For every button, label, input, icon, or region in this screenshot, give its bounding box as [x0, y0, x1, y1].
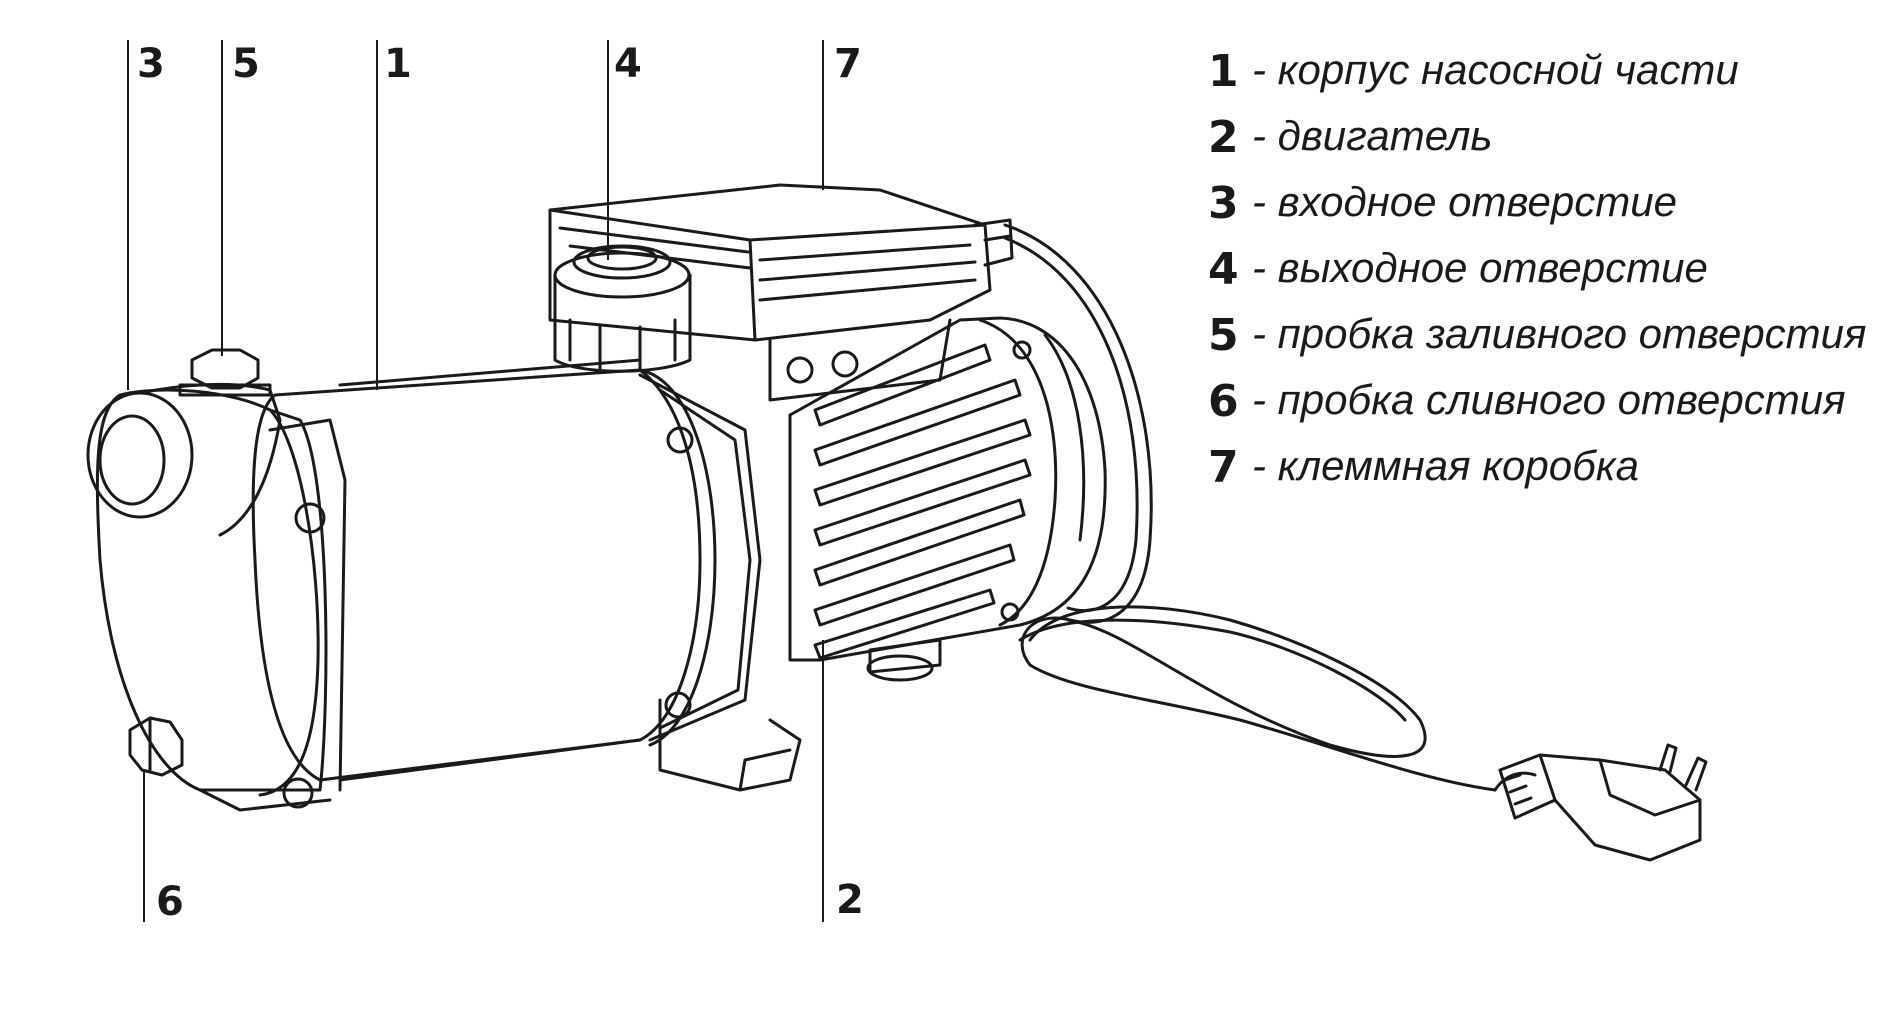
legend-text: - двигатель: [1252, 112, 1493, 159]
inlet-port: [86, 382, 282, 537]
legend-text: - входное отверстие: [1252, 178, 1677, 225]
legend-number: 3: [1208, 178, 1239, 229]
leader-line-7: [822, 40, 824, 190]
legend-item: 5 - пробка заливного отверстия: [1200, 304, 1890, 370]
legend-number: 2: [1208, 112, 1239, 163]
legend-text: - клеммная коробка: [1252, 442, 1639, 489]
bolt: [664, 691, 692, 719]
legend-item: 2 - двигатель: [1200, 106, 1890, 172]
legend-item: 1 - корпус насосной части: [1200, 40, 1890, 106]
motor: [788, 316, 1107, 682]
power-cable: [1003, 223, 1537, 792]
legend-item: 7 - клеммная коробка: [1200, 436, 1890, 502]
callout-4: 4: [614, 41, 642, 87]
leader-line-3: [127, 40, 129, 390]
callout-1: 1: [384, 41, 412, 87]
filler-plug: [178, 348, 272, 397]
bolt: [666, 426, 694, 454]
legend-text: - пробка сливного отверстия: [1252, 376, 1846, 423]
drain-plug: [128, 716, 184, 777]
leader-line-5: [221, 40, 223, 356]
legend-item: 3 - входное отверстие: [1200, 172, 1890, 238]
legend-number: 4: [1208, 244, 1239, 295]
bolt: [282, 777, 314, 809]
callout-7: 7: [834, 41, 862, 87]
legend-text: - пробка заливного отверстия: [1252, 310, 1867, 357]
callout-6: 6: [156, 879, 184, 925]
legend-number: 5: [1208, 310, 1239, 361]
legend-number: 6: [1208, 376, 1239, 427]
leader-line-1: [376, 40, 378, 390]
power-plug: [1498, 743, 1708, 862]
outlet-fitting: [553, 244, 692, 373]
mounting-foot: [658, 698, 802, 792]
legend-item: 6 - пробка сливного отверстия: [1200, 370, 1890, 436]
legend-text: - выходное отверстие: [1252, 244, 1708, 291]
legend-number: 1: [1208, 46, 1239, 97]
terminal-box: [548, 183, 1014, 402]
pump-volute: [95, 388, 347, 812]
legend: 1 - корпус насосной части 2 - двигатель …: [1200, 40, 1890, 502]
bolt: [294, 502, 326, 534]
legend-text: - корпус насосной части: [1252, 46, 1739, 93]
callout-2: 2: [836, 877, 864, 923]
leader-line-2: [822, 640, 824, 922]
callout-3: 3: [137, 41, 165, 87]
legend-item: 4 - выходное отверстие: [1200, 238, 1890, 304]
leader-line-6: [143, 770, 145, 922]
legend-number: 7: [1208, 442, 1239, 493]
leader-line-4: [607, 40, 609, 260]
callout-5: 5: [232, 41, 260, 87]
